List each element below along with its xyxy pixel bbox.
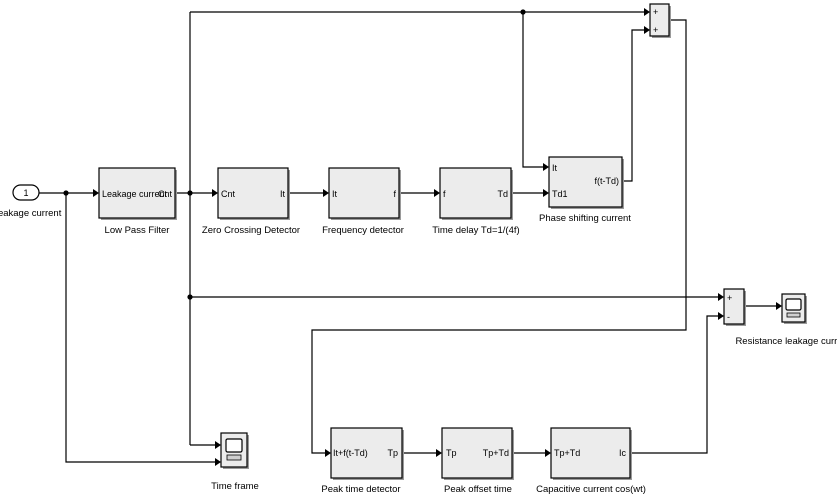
leakage-current-inport[interactable]: 1 (12, 184, 40, 201)
lpf-out-port-label: Cnt (158, 189, 173, 199)
time-frame-scope-block[interactable] (220, 432, 249, 469)
peak-offset-time-block[interactable]: Tp Tp+Td (441, 427, 514, 480)
freq-in-port-label: It (332, 189, 338, 199)
zcd-caption: Zero Crossing Detector (202, 225, 300, 236)
zero-crossing-detector-block[interactable]: Cnt It (217, 167, 290, 220)
phase-out-port-label: f(t-Td) (595, 176, 620, 186)
tdelay-in-port-label: f (443, 189, 446, 199)
resistance-scope-block[interactable] (781, 293, 807, 324)
tdelay-out-port-label: Td (497, 189, 508, 199)
top-sum-sign-2: + (653, 25, 658, 35)
phase-shifting-block[interactable]: It Td1 f(t-Td) (548, 156, 624, 209)
right-sum-block[interactable]: + - (723, 288, 746, 326)
resistance-scope-caption: Resistance leakage current (735, 336, 837, 347)
low-pass-filter-block[interactable]: Leakage current Cnt (98, 167, 177, 220)
tdelay-caption: Time delay Td=1/(4f) (432, 225, 519, 236)
time-frame-scope-caption: Time frame (211, 481, 259, 492)
phase-in-port-1-label: It (552, 163, 558, 173)
frequency-detector-block[interactable]: It f (328, 167, 401, 220)
junction-dots (63, 9, 526, 300)
time-delay-block[interactable]: f Td (439, 167, 513, 220)
inport-caption: Leakage current (0, 208, 62, 219)
right-sum-sign-2: - (727, 312, 730, 322)
peak-off-out-port-label: Tp+Td (483, 448, 509, 458)
signal-arrows (93, 8, 782, 466)
phase-in-port-2-label: Td1 (552, 189, 568, 199)
cap-cur-caption: Capacitive current cos(wt) (536, 484, 646, 495)
zcd-in-port-label: Cnt (221, 189, 236, 199)
peak-td-in-port-label: It+f(t-Td) (333, 448, 368, 458)
peak-td-caption: Peak time detector (321, 484, 400, 495)
signal-wires (39, 11, 776, 463)
peak-time-detector-block[interactable]: It+f(t-Td) Tp (330, 427, 404, 480)
lpf-caption: Low Pass Filter (105, 225, 170, 236)
right-sum-sign-1: + (727, 293, 732, 303)
zcd-out-port-label: It (280, 189, 286, 199)
peak-off-in-port-label: Tp (446, 448, 457, 458)
lpf-in-port-label: Leakage current (102, 189, 168, 199)
phase-caption: Phase shifting current (539, 213, 631, 224)
peak-off-caption: Peak offset time (444, 484, 512, 495)
capacitive-current-block[interactable]: Tp+Td Ic (550, 427, 632, 480)
cap-cur-out-port-label: Ic (619, 448, 627, 458)
cap-cur-in-port-label: Tp+Td (554, 448, 580, 458)
peak-td-out-port-label: Tp (387, 448, 398, 458)
inport-number: 1 (23, 188, 28, 198)
freq-caption: Frequency detector (322, 225, 404, 236)
top-sum-block[interactable]: + + (649, 3, 671, 38)
freq-out-port-label: f (393, 189, 396, 199)
top-sum-sign-1: + (653, 7, 658, 17)
